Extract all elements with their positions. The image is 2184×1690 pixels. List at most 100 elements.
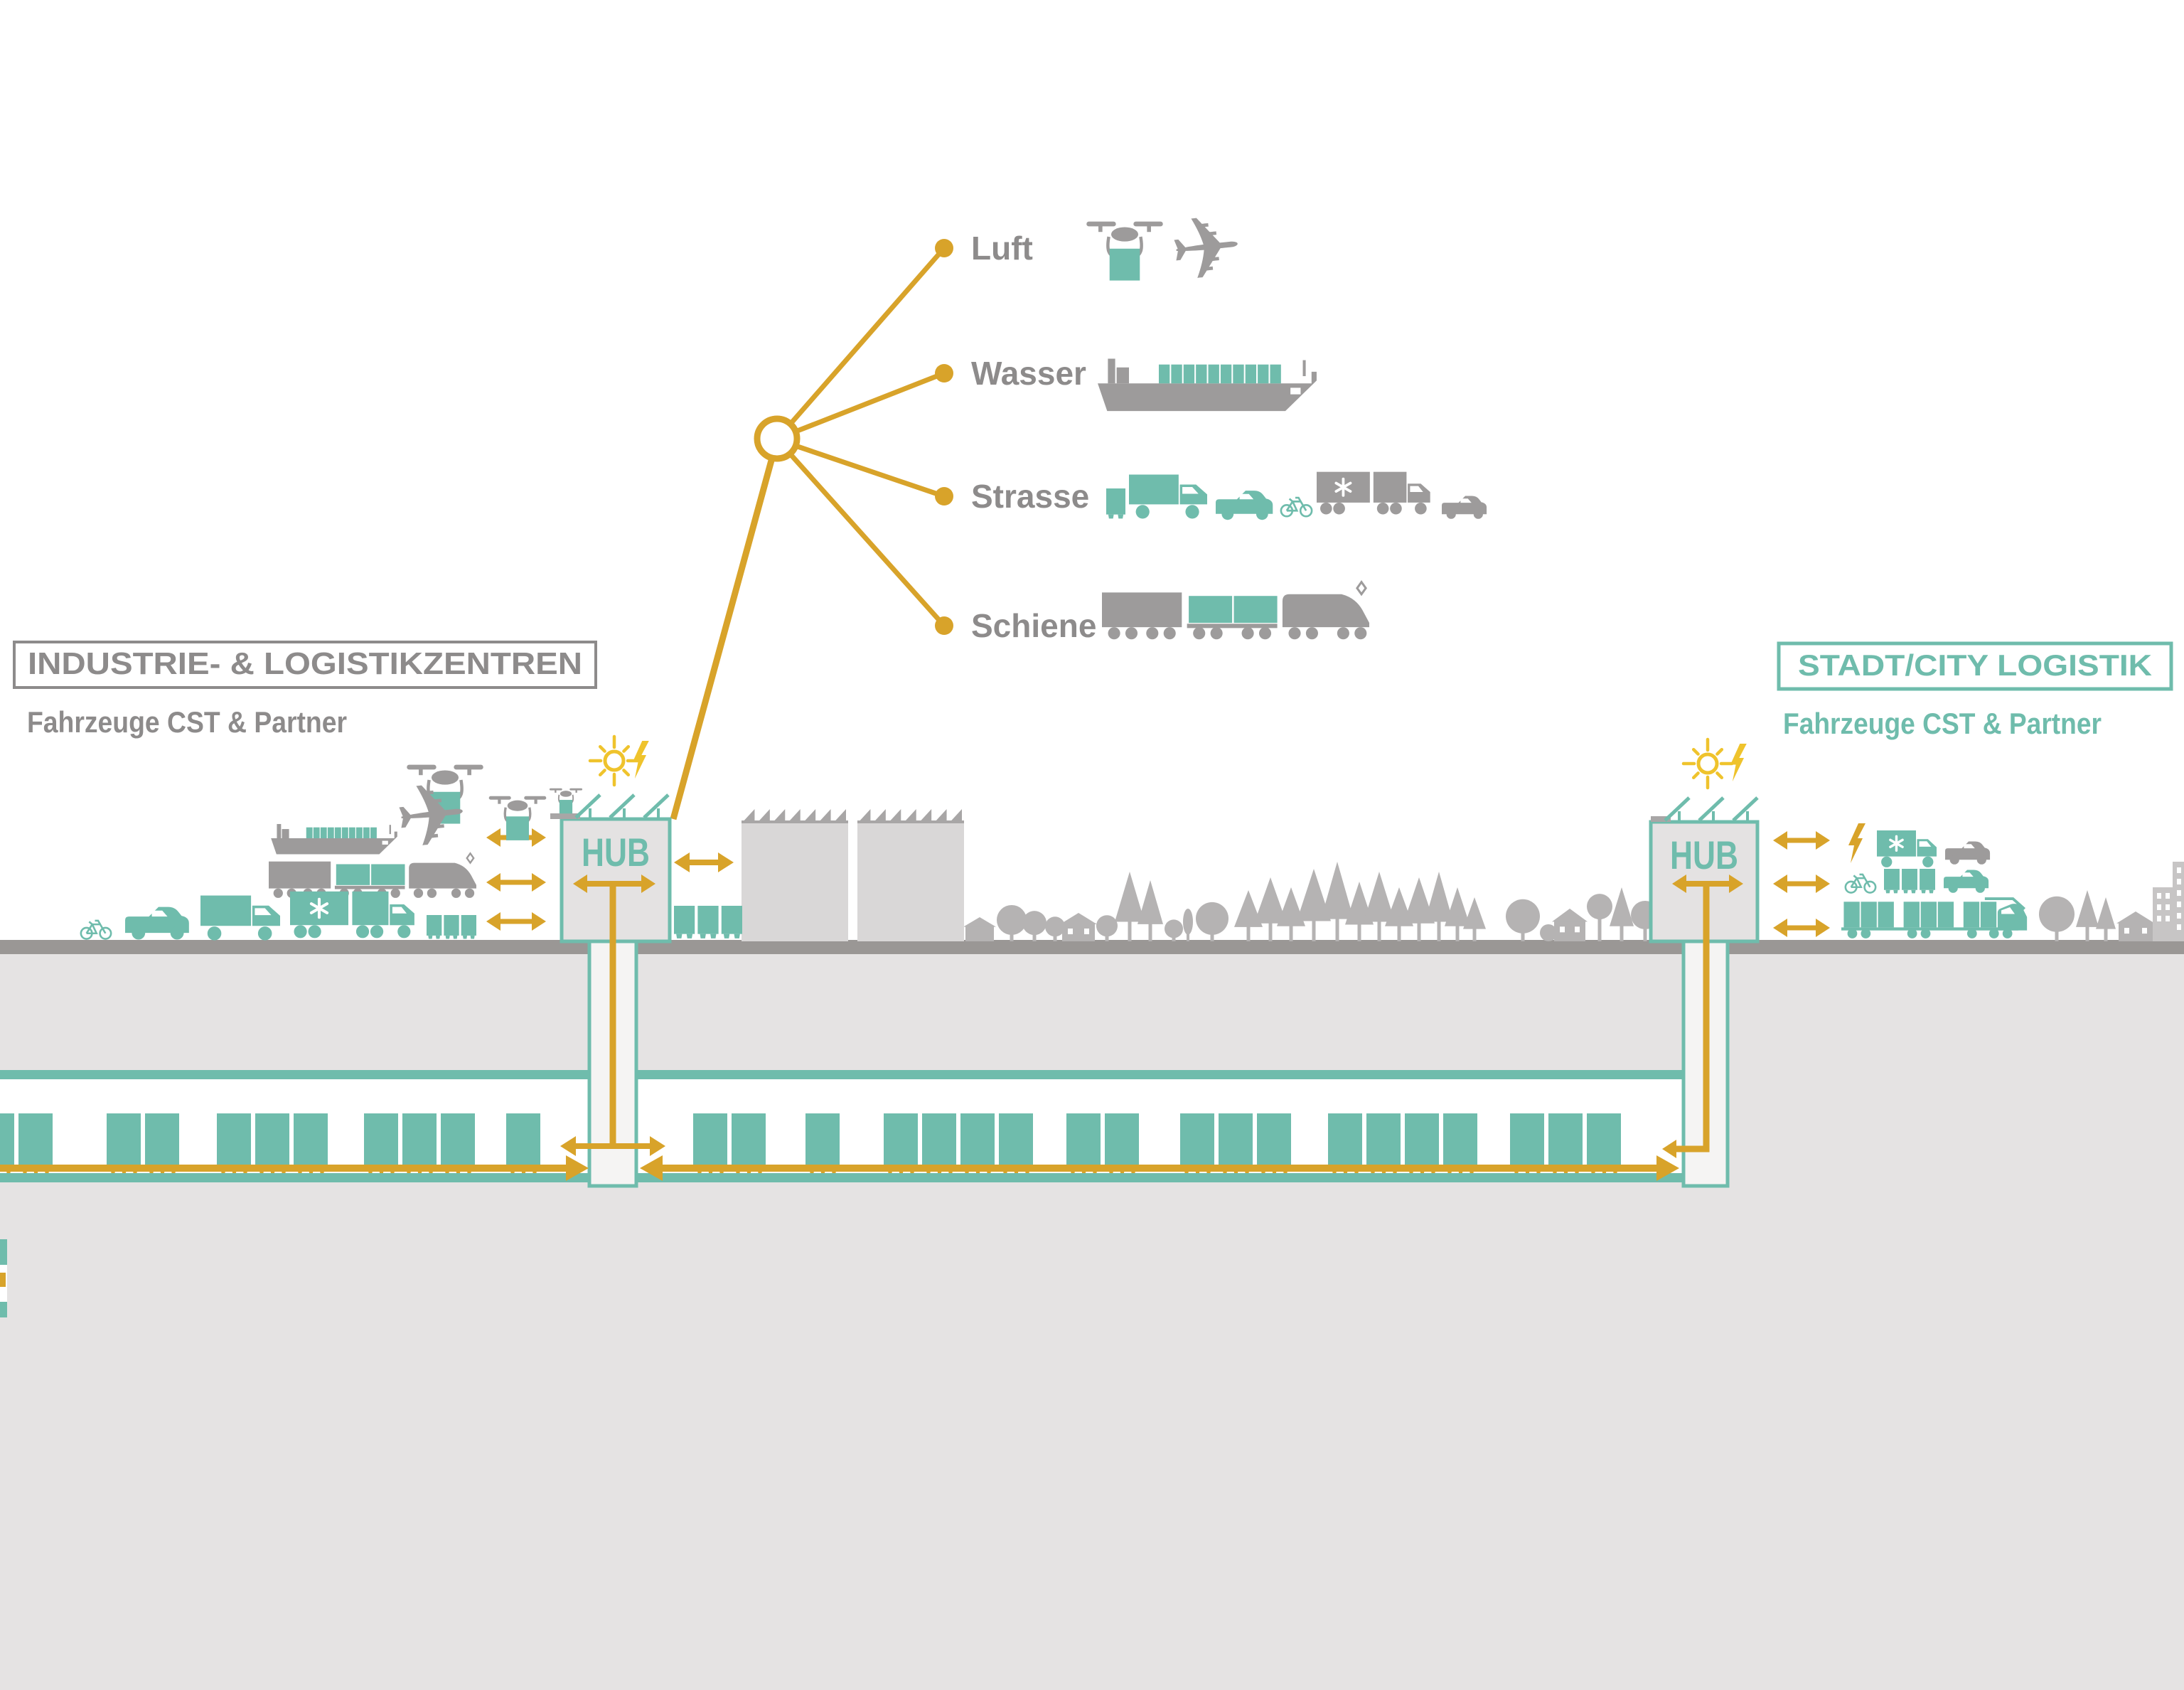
legend-line-strasse [794, 443, 946, 499]
bicycle-icon [1844, 873, 1877, 894]
conifer-tree-icon [1297, 869, 1331, 941]
tunnel-cart-group [217, 1113, 328, 1173]
solar-panel-icon [574, 793, 601, 819]
sliver-floor [0, 1302, 7, 1317]
svg-text:✈: ✈ [1165, 195, 1248, 303]
lightning-icon [1730, 744, 1747, 782]
tunnel-ceiling [0, 1070, 1728, 1079]
tunnel-cart-group [0, 1113, 53, 1173]
ground-surface-strip [0, 940, 2184, 954]
right-hub-label: HUB [1670, 833, 1738, 877]
legend-label-strasse: Strasse [971, 478, 1089, 515]
round-tree-icon [1096, 915, 1118, 941]
tunnel-cart-group [1328, 1113, 1477, 1173]
containers-icon [427, 915, 476, 939]
tunnel-cargo-carts [0, 1113, 1621, 1173]
conifer-tree-icon [2076, 890, 2099, 941]
round-tree-icon [1506, 899, 1540, 941]
double-arrow-icon [1672, 875, 1743, 893]
round-tree-icon [997, 904, 1027, 941]
box-truck-icon [200, 895, 280, 941]
right-hub-drone-pad [1651, 816, 1671, 822]
drone-icon [407, 764, 483, 824]
legend-line-schiene [788, 451, 946, 628]
left-hub-drone-pad [550, 813, 580, 819]
tunnel-cart-group [107, 1113, 179, 1173]
legend-line-wasser [794, 370, 946, 434]
city-tower-icon [2153, 887, 2174, 941]
right-hub-shaft-line [1662, 887, 1710, 1158]
tunnel-cart-group [506, 1113, 540, 1173]
van-gray-icon [1945, 841, 1991, 865]
box-truck-icon [1129, 474, 1207, 519]
solar-panel-icon [609, 793, 636, 819]
round-tree-icon [1587, 894, 1612, 941]
legend-mode-icons: ✈ [1086, 195, 1487, 640]
drone-icon [1086, 221, 1163, 281]
van-icon [1216, 491, 1273, 520]
conifer-tree-icon [1254, 877, 1287, 941]
solar-panel-icon [643, 793, 670, 819]
tunnel-flow-line-right [640, 1155, 1679, 1181]
legend-label-schiene: Schiene [971, 607, 1096, 644]
conifer-tree-icon [1610, 887, 1634, 941]
city-zone-vehicles [1841, 823, 2028, 938]
factory-buildings [742, 809, 964, 941]
round-tree-icon [2039, 896, 2075, 941]
van-icon [1944, 870, 1989, 893]
tunnel-cart-group [693, 1113, 766, 1173]
double-arrow-icon [674, 852, 734, 872]
cargo-tram-icon [1841, 897, 2028, 938]
legend-dot-strasse [935, 487, 953, 506]
tunnel-cart-group [364, 1113, 475, 1173]
flow-arrows [0, 828, 1830, 1181]
solar-panel-icon [1732, 796, 1759, 822]
legend-dot-schiene [935, 616, 953, 635]
solar-panel-icon [1698, 796, 1725, 822]
tunnel-cart-group [1180, 1113, 1291, 1173]
round-tree-icon [1022, 911, 1046, 941]
refrigerated-semi-gray-icon [1317, 471, 1430, 515]
van-gray-icon [1442, 496, 1487, 519]
tunnel-cart-group [805, 1113, 840, 1173]
drone-icon [488, 796, 547, 840]
tunnel-flow-line-left [0, 1155, 589, 1181]
legend-label-wasser: Wasser [971, 355, 1086, 392]
round-tree-icon [1165, 919, 1183, 941]
house-icon [963, 917, 996, 941]
airplane-icon: ✈ [390, 762, 473, 870]
conifer-tree-icon [1138, 880, 1163, 941]
drone-icon [549, 788, 583, 814]
containers-at-hub [674, 906, 742, 938]
industrial-zone-label: INDUSTRIE- & LOGISTIKZENTREN Fahrzeuge C… [13, 641, 597, 739]
left-edge-tunnel-sliver [0, 1239, 7, 1317]
legend-center-node [754, 415, 801, 462]
freight-train-icon [1102, 580, 1369, 640]
containers-icon [674, 906, 742, 938]
industrial-zone-title-box [13, 641, 597, 689]
scenery-silhouettes [963, 862, 2184, 941]
house-icon [1552, 909, 1588, 941]
lightning-icon [1848, 823, 1866, 863]
conifer-tree-icon [1234, 890, 1263, 941]
industrial-zone-vehicles: ✈ [80, 762, 583, 941]
conifer-tree-icon [1445, 887, 1470, 941]
cargo-ship-icon [271, 823, 397, 855]
refrigerated-truck-icon [1877, 830, 1937, 867]
double-arrow-icon [1773, 831, 1830, 850]
solar-panel-icon [1664, 796, 1691, 822]
tunnel-cart-group [884, 1113, 1033, 1173]
container-icon [1106, 488, 1125, 519]
legend-label-luft: Luft [971, 230, 1033, 267]
factory-building [857, 809, 964, 941]
bicycle-icon [80, 919, 112, 940]
bicycle-icon [1280, 496, 1313, 518]
double-arrow-icon [486, 873, 546, 892]
tunnel-cart-group [1510, 1113, 1621, 1173]
legend-line-to-hub [670, 456, 776, 820]
conifer-tree-icon [1463, 897, 1486, 941]
factory-building [742, 809, 848, 941]
cargo-ship-icon [1098, 358, 1317, 412]
sliver-cart [0, 1273, 6, 1287]
conifer-tree-icon [1321, 862, 1354, 941]
